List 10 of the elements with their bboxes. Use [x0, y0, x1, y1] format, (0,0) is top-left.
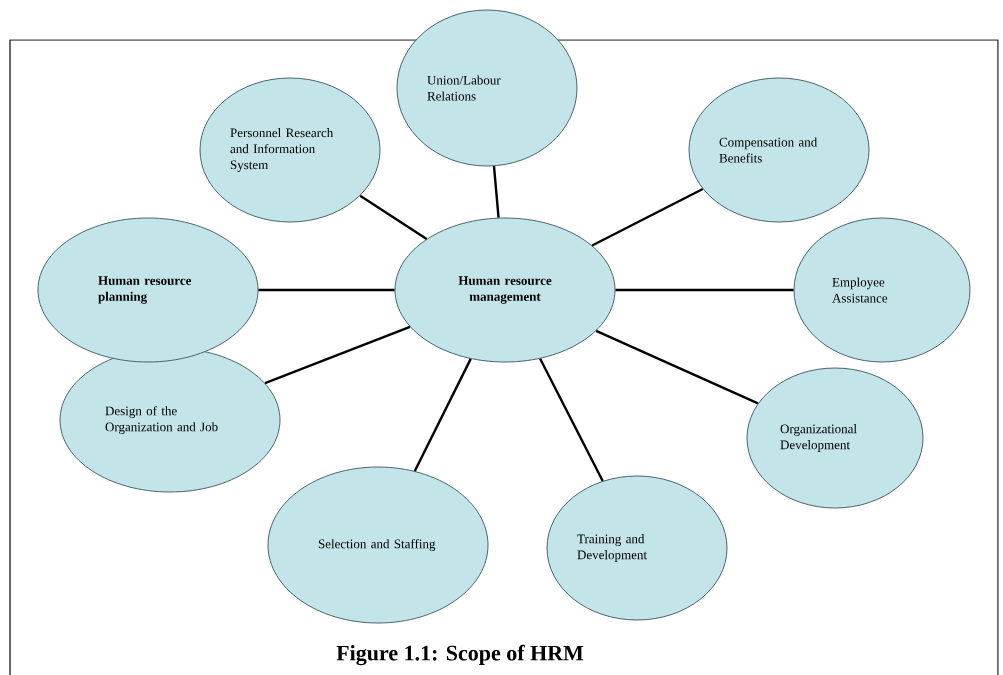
connector-line: [359, 194, 428, 240]
connector-line: [595, 329, 759, 405]
caption: Figure 1.1: Scope of HRM: [336, 644, 584, 666]
connector-line: [264, 325, 411, 385]
connector-line: [258, 288, 395, 292]
connector-line: [413, 358, 472, 472]
connector-line: [615, 288, 794, 292]
connector-line: [492, 166, 500, 218]
connector-line: [591, 187, 704, 247]
connector-line: [539, 358, 604, 482]
